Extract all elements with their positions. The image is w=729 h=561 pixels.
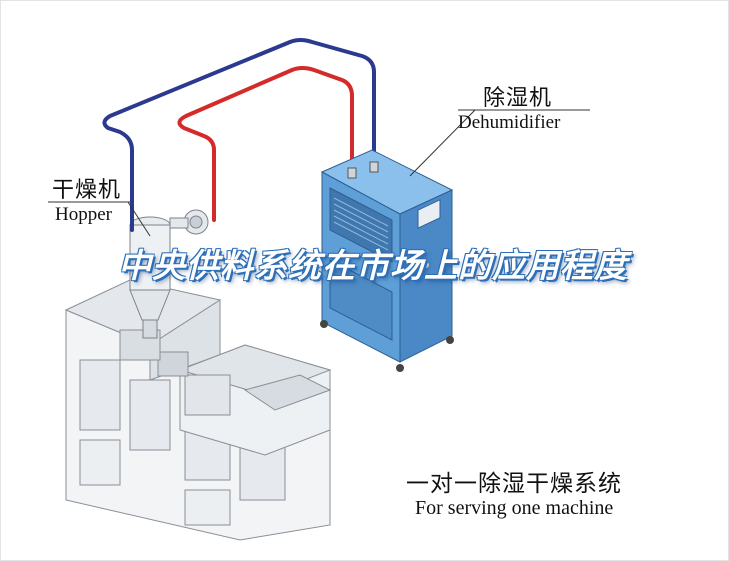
- system-label-zh: 一对一除湿干燥系统: [406, 471, 622, 497]
- article-title-overlay: 中央供料系统在市场上的应用程度: [118, 246, 628, 285]
- supply-pipe-red: [177, 66, 354, 222]
- hopper-label-zh: 干燥机: [52, 178, 122, 203]
- dehumidifier-label-en: Dehumidifier: [458, 112, 561, 133]
- dehumidifier-leader: [409, 109, 476, 177]
- leader-lines: [48, 109, 590, 237]
- hopper-label-en: Hopper: [55, 204, 112, 225]
- pipes: [102, 38, 376, 232]
- dehumidifier-label-zh: 除湿机: [483, 86, 553, 111]
- return-pipe-blue: [102, 38, 376, 232]
- injection-machine: [64, 279, 332, 541]
- dehumidifier-cabinet: [320, 149, 454, 372]
- system-label-en: For serving one machine: [415, 497, 614, 519]
- hopper-dryer: [129, 209, 209, 339]
